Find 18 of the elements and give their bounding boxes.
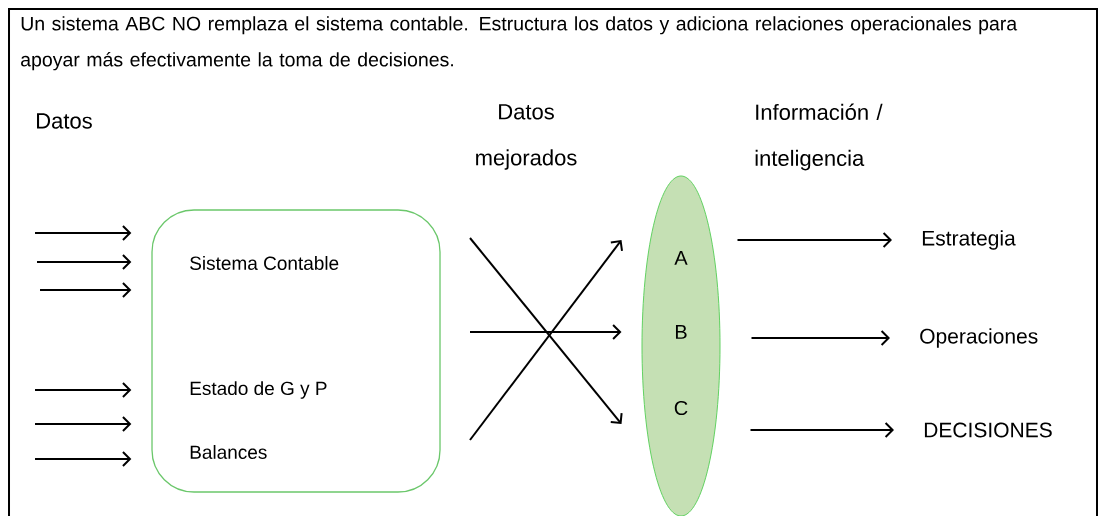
output-label: DECISIONES (924, 422, 1052, 438)
column-heading: Datos mejorados (476, 104, 577, 170)
process-box: Sistema Contable Estado de G y P Balances (151, 209, 441, 493)
arrow (34, 451, 132, 467)
arrow (34, 382, 132, 398)
arrow (34, 416, 132, 432)
arrow (736, 232, 892, 248)
column-heading: Datos (37, 113, 92, 129)
arrow (39, 282, 132, 298)
column-heading: Información / inteligencia (755, 103, 883, 171)
output-label: Estrategia (922, 230, 1016, 250)
arrow (36, 254, 132, 270)
arrow (469, 324, 622, 340)
arrow (34, 225, 132, 241)
arrow (750, 330, 890, 346)
note-text: Un sistema ABC NO remplaza el sistema contable. Estructura los datos y adiciona relaciones operacionales para apoyar más efectivamente la toma de decisiones. (21, 16, 1018, 71)
output-label: Operaciones (920, 328, 1038, 348)
arrow (749, 422, 894, 438)
